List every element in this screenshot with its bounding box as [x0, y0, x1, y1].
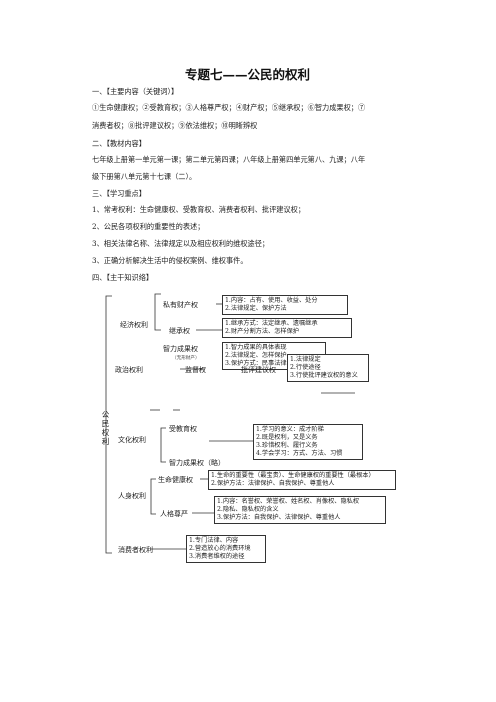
box-criticism-line-3: 3.行使批评建议权的意义 [290, 372, 358, 379]
section-heading-focus: 三、【学习重点】 [92, 189, 146, 198]
box-property-line-1: 1.内容：占有、使用、收益、处分 [225, 297, 318, 304]
node-personal-dignity: 人格尊严 [160, 510, 188, 518]
node-life-health: 生命健康权 [158, 476, 193, 484]
node-ip-note: （无形财产） [172, 356, 200, 361]
group-personal-rights: 人身权利 [118, 492, 146, 500]
box-property-line-2: 2.法律规定、保护方法 [225, 305, 287, 312]
page-title: 专题七——公民的权利 [185, 67, 311, 82]
group-political-rights: 政治权利 [115, 366, 143, 374]
textbook-line-2: 级下册第八单元第十七课（二）。 [92, 172, 197, 181]
node-ip-cultural: 智力成果权（略） [169, 459, 225, 467]
section-heading-keywords: 一、【主要内容（关键词）】 [92, 87, 179, 96]
box-criticism-line-2: 2.行使途径 [290, 364, 321, 371]
keywords-line-2: 消费者权；⑧批评建议权；⑨依法维权；⑩明晰辨权 [92, 121, 258, 130]
box-property: 1.内容：占有、使用、收益、处分 2.法律规定、保护方法 [222, 295, 348, 315]
box-consumer-line-1: 1.专门法律、内容 [189, 537, 239, 544]
box-life-line-2: 2.保护方法：法律保护、自我保护、尊重他人 [211, 480, 335, 487]
textbook-line-1: 七年级上册第一单元第一课；第二单元第四课；八年级上册第四单元第八、九课；八年 [92, 155, 366, 164]
box-dignity: 1.内容：名誉权、荣誉权、姓名权、肖像权、隐私权 2.隐私、隐私权的含义 3.保… [214, 496, 386, 524]
box-consumer: 1.专门法律、内容 2.营造放心的消费环境 3.消费者维权的途径 [186, 535, 266, 563]
box-ip-line-2: 2.法律规定、怎样保护 [225, 352, 287, 359]
group-consumer-rights: 消费者权利 [118, 546, 153, 554]
box-education-line-2: 2.既是权利，又是义务 [256, 434, 318, 441]
box-inheritance-line-2: 2.财产分割方法、怎样保护 [225, 328, 299, 335]
box-education: 1.学习的意义：成才阶梯 2.既是权利，又是义务 3.珍惜权利、履行义务 4.学… [253, 424, 363, 460]
focus-item-2: 2、公民各项权利的重要性的表述； [92, 222, 205, 231]
box-consumer-line-2: 2.营造放心的消费环境 [189, 545, 251, 552]
box-criticism-line-1: 1.法律规定 [290, 356, 321, 363]
box-dignity-line-2: 2.隐私、隐私权的含义 [217, 506, 279, 513]
section-heading-diagram: 四、【主干知识络】 [92, 273, 154, 282]
focus-item-3: 3、相关法律名称、法律规定以及相应权利的维权途径； [92, 239, 270, 248]
focus-item-4: 3、正确分析解决生活中的侵权案例、维权事件。 [92, 256, 248, 265]
group-cultural-rights: 文化权利 [118, 436, 146, 444]
box-inheritance: 1.继承方式：法定继承、遗嘱继承 2.财产分割方法、怎样保护 [222, 318, 352, 338]
focus-item-1: 1、常考权利：生命健康权、受教育权、消费者权利、批评建议权； [92, 205, 306, 214]
box-ip-line-1: 1.智力成果的具体表现 [225, 344, 287, 351]
box-criticism: 1.法律规定 2.行使途径 3.行使批评建议权的意义 [287, 354, 369, 382]
section-heading-textbook: 二、【教材内容】 [92, 139, 146, 148]
root-node-citizen-rights: 公民权利 [101, 410, 110, 446]
box-ip-line-3: 3.保护方式：民事法律手段 [225, 360, 299, 367]
box-life: 1.生命的重要性（最宝贵）、生命健康权的重要性（最根本） 2.保护方法：法律保护… [208, 470, 396, 490]
box-dignity-line-1: 1.内容：名誉权、荣誉权、姓名权、肖像权、隐私权 [217, 498, 360, 505]
keywords-line-1: ①生命健康权；②受教育权；③人格尊严权；④财产权；⑤继承权；⑥智力成果权；⑦ [92, 103, 366, 112]
node-inheritance: 继承权 [169, 327, 190, 335]
node-supervision: 监督权 [185, 366, 206, 374]
box-education-line-1: 1.学习的意义：成才阶梯 [256, 426, 324, 433]
box-education-line-3: 3.珍惜权利、履行义务 [256, 442, 318, 449]
box-consumer-line-3: 3.消费者维权的途径 [189, 553, 245, 560]
node-private-property: 私有财产权 [163, 301, 198, 309]
box-life-line-1: 1.生命的重要性（最宝贵）、生命健康权的重要性（最根本） [211, 472, 375, 479]
box-dignity-line-3: 3.保护方法：自我保护、法律保护、尊重他人 [217, 514, 341, 521]
box-inheritance-line-1: 1.继承方式：法定继承、遗嘱继承 [225, 320, 318, 327]
box-education-line-4: 4.学会学习：方式、方法、习惯 [256, 450, 343, 457]
node-criticism-suggestion: 批评建议权 [241, 366, 276, 374]
group-economic-rights: 经济权利 [120, 321, 148, 329]
node-ip-economic: 智力成果权 [163, 345, 198, 353]
node-education: 受教育权 [169, 425, 197, 433]
